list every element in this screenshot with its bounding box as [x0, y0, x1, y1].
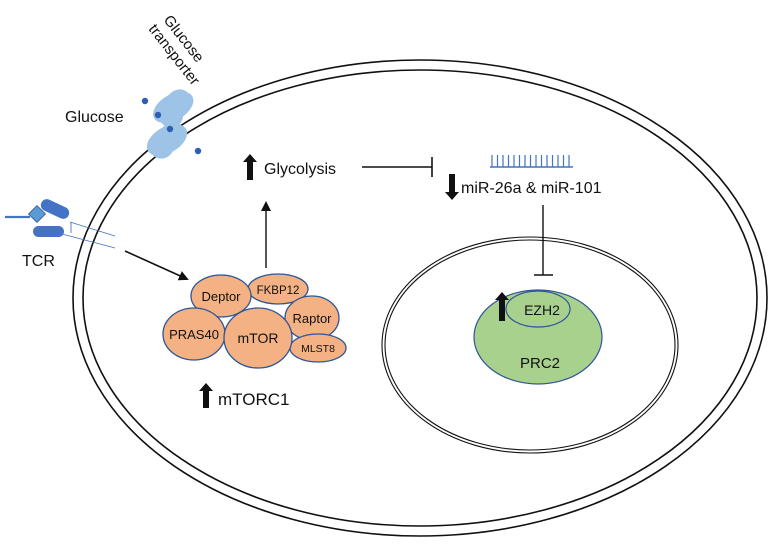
inhibition-glycolysis-to-mirna: [362, 157, 433, 177]
protein-mtor: mTOR: [223, 307, 293, 369]
protein-deptor: Deptor: [190, 274, 252, 318]
prc2-complex: [473, 289, 603, 385]
tcr-label: TCR: [22, 253, 55, 270]
up-arrow-icon: [495, 292, 509, 321]
cell-membrane: [72, 59, 768, 537]
protein-pras40: PRAS40: [162, 307, 226, 361]
svg-text:Deptor: Deptor: [201, 289, 241, 304]
down-arrow-icon: [445, 174, 459, 200]
mtorc1-label: mTORC1: [218, 390, 289, 409]
protein-mlst8: MLST8: [289, 333, 347, 363]
activation-arrow-tcr-to-mtorc1: [124, 250, 189, 281]
glucose-label: Glucose: [65, 109, 124, 126]
glycolysis-label: Glycolysis: [264, 161, 336, 178]
glucose-dot: [194, 147, 202, 155]
svg-text:PRAS40: PRAS40: [169, 327, 219, 342]
svg-text:Raptor: Raptor: [292, 311, 332, 326]
mtorc1-complex: FKBP12 Deptor Raptor PRAS40 MLST8 mTOR: [162, 273, 347, 369]
mirna-icon: [490, 155, 573, 168]
nuclear-membrane: [381, 236, 679, 454]
svg-text:mTOR: mTOR: [238, 330, 279, 346]
up-arrow-icon: [199, 383, 213, 408]
svg-text:FKBP12: FKBP12: [257, 285, 300, 297]
glucose-dot: [166, 125, 174, 133]
protein-fkbp12: FKBP12: [247, 273, 309, 305]
glucose-transporter-icon: [146, 89, 194, 159]
up-arrow-icon: [243, 154, 257, 180]
mirna-label: miR-26a & miR-101: [461, 180, 602, 197]
svg-text:MLST8: MLST8: [301, 343, 335, 355]
protein-raptor: Raptor: [284, 295, 340, 341]
inhibition-mirna-to-ezh2: [534, 205, 553, 276]
glucose-dot: [141, 97, 149, 105]
glucose-dot: [154, 111, 162, 119]
ezh2-label: EZH2: [524, 302, 560, 318]
tcr-receptor-icon: [5, 199, 116, 249]
prc2-label: PRC2: [520, 355, 560, 372]
glucose-molecules: [141, 97, 202, 155]
